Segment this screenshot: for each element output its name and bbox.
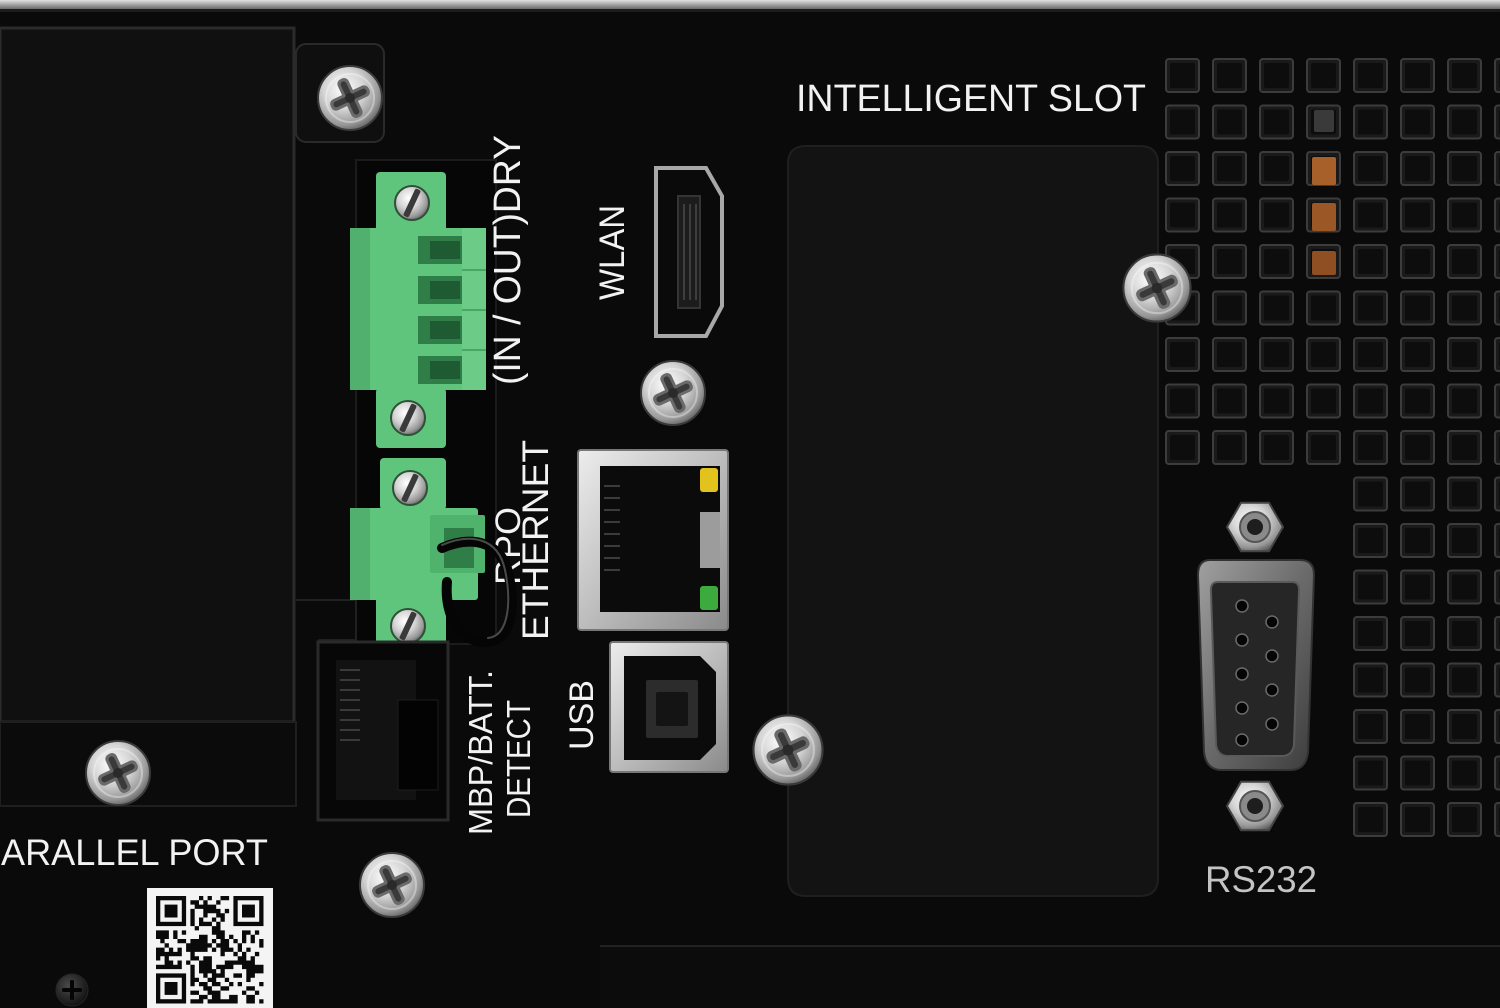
usb-tongue-slot bbox=[656, 692, 688, 726]
ethernet-contacts bbox=[604, 485, 620, 571]
terminal-screw-icon bbox=[390, 608, 426, 644]
internal-component bbox=[1312, 251, 1336, 275]
top-edge-shadow bbox=[0, 9, 1500, 12]
rpo-cable bbox=[437, 536, 517, 648]
terminal-screw-icon bbox=[392, 470, 428, 506]
internal-component bbox=[1312, 157, 1336, 185]
panel-edge-line bbox=[296, 599, 357, 641]
screw-icon bbox=[640, 360, 706, 426]
port-contacts bbox=[340, 669, 360, 741]
screw-icon bbox=[317, 65, 383, 131]
top-edge bbox=[0, 0, 1500, 9]
hdmi-contacts bbox=[683, 204, 697, 300]
qr-finders bbox=[156, 896, 264, 1004]
vent-grid bbox=[1352, 476, 1500, 848]
qr-finder-square bbox=[164, 982, 178, 995]
terminal-shade bbox=[350, 508, 370, 600]
left-module-cover bbox=[0, 26, 296, 724]
internal-component bbox=[1314, 110, 1334, 132]
rpo-cable-highlight bbox=[441, 537, 510, 639]
rs232-pin-holes bbox=[1235, 599, 1279, 747]
screw-icon bbox=[85, 740, 151, 806]
wlan-label: WLAN bbox=[593, 205, 632, 300]
rs232-d-shell bbox=[1209, 581, 1301, 757]
intelligent-slot-label: INTELLIGENT SLOT bbox=[796, 78, 1146, 120]
bottom-panel-band bbox=[600, 946, 1500, 1008]
parallel-port-label: ARALLEL PORT bbox=[1, 832, 268, 873]
terminal-shade bbox=[350, 228, 370, 390]
qr-finder-square bbox=[242, 904, 255, 918]
qr-modules bbox=[156, 896, 264, 1004]
usb-label: USB bbox=[563, 680, 601, 750]
screw-icon bbox=[359, 852, 425, 918]
terminal-screw-icon bbox=[394, 185, 430, 221]
link-led-green bbox=[700, 586, 718, 610]
terminal-screw-icon bbox=[390, 400, 426, 436]
terminal-wire-slots bbox=[418, 236, 486, 384]
port-latch-slot bbox=[397, 699, 439, 791]
link-led-yellow bbox=[700, 468, 718, 492]
detect-label: DETECT bbox=[500, 700, 537, 818]
intelligent-slot-cover bbox=[787, 145, 1159, 897]
screw-icon bbox=[55, 973, 89, 1007]
screw-icon bbox=[752, 714, 824, 786]
ethernet-latch bbox=[700, 512, 720, 568]
ethernet-label: ETHERNET bbox=[515, 440, 556, 640]
screw-icon bbox=[1122, 253, 1192, 323]
internal-component bbox=[1312, 203, 1336, 231]
qr-finder-square bbox=[164, 904, 178, 918]
qr-code-icon bbox=[147, 888, 273, 1008]
mbp-batt-label: MBP/BATT. bbox=[462, 670, 499, 835]
rs232-label: RS232 bbox=[1205, 859, 1317, 900]
dry-contact-label: (IN / OUT)DRY bbox=[487, 135, 529, 385]
